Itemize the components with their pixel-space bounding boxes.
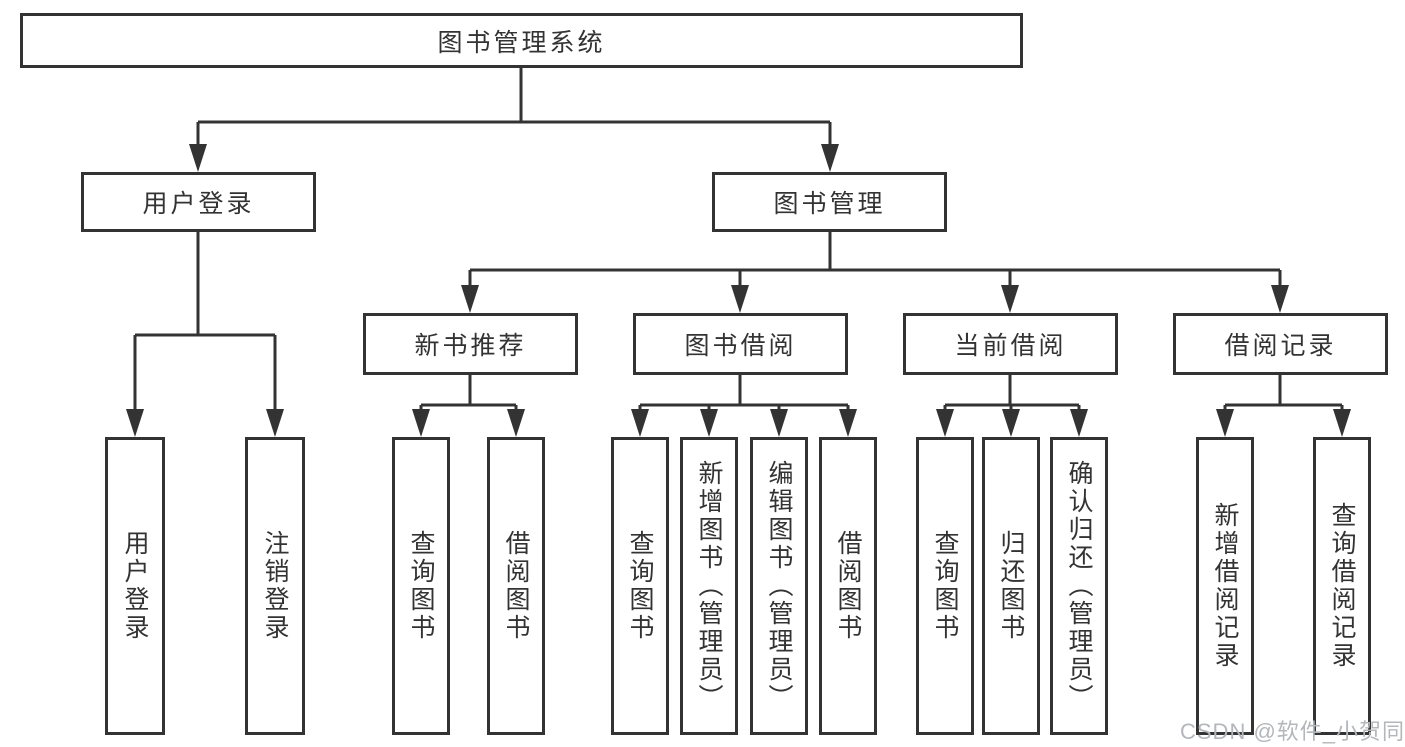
leaf-return-books: 归还图书 <box>982 437 1040 735</box>
leaf-query-borrow-record: 查询借阅记录 <box>1313 437 1371 735</box>
leaf-query-books-borrowing: 查询图书 <box>611 437 669 735</box>
connector-arrowhead-icon <box>266 409 284 437</box>
leaf-user-login: 用户登录 <box>105 437 165 735</box>
connector-arrowhead-icon <box>412 409 430 437</box>
csdn-watermark: CSDN @软件_小贺同学 <box>1180 719 1405 744</box>
connector-arrowhead-icon <box>507 409 525 437</box>
connector-root-to-level2 <box>196 68 832 146</box>
connector-arrowhead-icon <box>461 285 479 313</box>
connector-arrowhead-icon <box>731 285 749 313</box>
connector-arrowhead-icon <box>1002 409 1020 437</box>
connector-current-to-leaves <box>943 375 1081 410</box>
node-book-management: 图书管理 <box>712 172 947 232</box>
connector-records-to-leaves <box>1223 375 1344 410</box>
leaf-logout: 注销登录 <box>245 437 305 735</box>
connector-arrowhead-icon <box>821 144 839 172</box>
leaf-add-borrow-record: 新增借阅记录 <box>1196 437 1254 735</box>
leaf-confirm-return-admin: 确认归还（管理员） <box>1050 437 1108 735</box>
connector-userlogin-to-leaves <box>133 232 277 411</box>
connector-arrowhead-icon <box>1070 409 1088 437</box>
node-book-management-system: 图书管理系统 <box>20 13 1023 68</box>
connector-arrowhead-icon <box>126 409 144 437</box>
leaf-query-books-current: 查询图书 <box>916 437 974 735</box>
connector-arrowhead-icon <box>1216 409 1234 437</box>
leaf-borrow-books-borrowing: 借阅图书 <box>819 437 877 735</box>
node-book-borrowing: 图书借阅 <box>633 313 848 375</box>
node-current-borrowing: 当前借阅 <box>903 313 1118 375</box>
node-user-login: 用户登录 <box>81 172 316 232</box>
leaf-query-books-recommendation: 查询图书 <box>392 437 450 735</box>
node-new-book-recommendation: 新书推荐 <box>363 313 578 375</box>
connector-arrowhead-icon <box>1333 409 1351 437</box>
connector-newbook-to-leaves <box>419 375 518 410</box>
connector-arrowhead-icon <box>770 409 788 437</box>
connector-arrowhead-icon <box>839 409 857 437</box>
leaf-borrow-books-recommendation: 借阅图书 <box>487 437 545 735</box>
leaf-add-books-admin: 新增图书（管理员） <box>680 437 738 735</box>
leaf-edit-books-admin: 编辑图书（管理员） <box>750 437 808 735</box>
node-borrowing-records: 借阅记录 <box>1173 313 1388 375</box>
connector-arrowhead-icon <box>1001 285 1019 313</box>
connector-arrowhead-icon <box>936 409 954 437</box>
connector-bookmgmt-to-level3 <box>468 232 1282 287</box>
connector-arrowhead-icon <box>1271 285 1289 313</box>
connector-arrowhead-icon <box>631 409 649 437</box>
connector-arrowhead-icon <box>189 144 207 172</box>
connector-arrowhead-icon <box>700 409 718 437</box>
connector-borrowing-to-leaves <box>638 375 850 410</box>
